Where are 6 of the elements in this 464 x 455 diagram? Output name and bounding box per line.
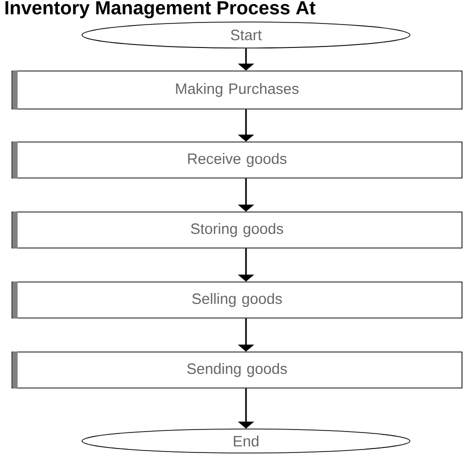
process-box: Making Purchases bbox=[12, 70, 462, 110]
process-box: Selling goods bbox=[12, 282, 462, 318]
title: Inventory Management Process At bbox=[5, 1, 316, 18]
process-box: Storing goods bbox=[12, 212, 462, 248]
process-box: Sending goods bbox=[12, 352, 462, 388]
process-box: Receive goods bbox=[12, 142, 462, 178]
